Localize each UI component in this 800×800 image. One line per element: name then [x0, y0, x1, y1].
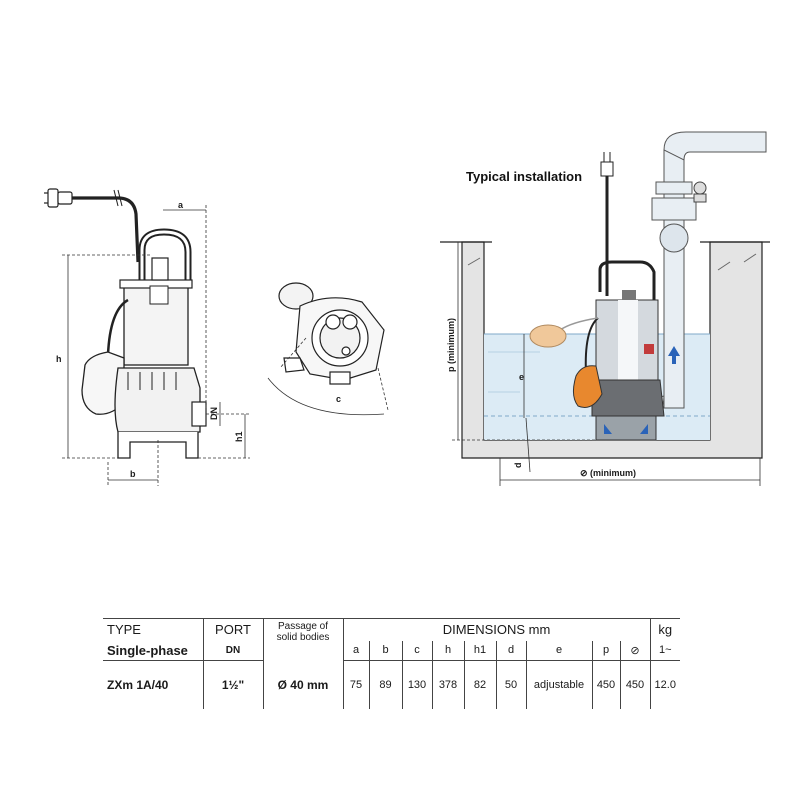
dim-col-a: a — [343, 640, 370, 661]
dim-col-b: b — [369, 640, 403, 661]
weight-cell: 12.0 — [654, 678, 676, 691]
float-switch — [81, 351, 125, 415]
col-kg-header: kg — [650, 618, 680, 641]
value-p: 450 — [592, 660, 621, 709]
dim-label-h: h — [56, 354, 62, 364]
inlet-arrow-left-icon — [604, 424, 612, 434]
passage-cell: Ø 40 mm — [263, 660, 344, 709]
pump-side-view-drawing: a h h1 DN b — [44, 188, 250, 486]
dim-label-b: b — [130, 469, 136, 479]
passage-line-1: Passage of — [277, 621, 329, 632]
single-phase-label: Single-phase — [103, 640, 204, 661]
pump-top-view-drawing: c — [267, 282, 389, 416]
col-type-header: TYPE — [103, 618, 204, 641]
value-width: 450 — [620, 660, 651, 709]
value-a: 75 — [343, 660, 370, 709]
dim-label-d: d — [513, 463, 523, 469]
power-cable — [72, 196, 140, 263]
col-passage-header: Passage of solid bodies — [263, 618, 344, 661]
dim-col-c: c — [402, 640, 433, 661]
flow-up-arrow-icon — [668, 346, 680, 364]
value-e: adjustable — [526, 660, 593, 709]
col-dimensions-header: DIMENSIONS mm — [343, 618, 651, 641]
value-d: 50 — [496, 660, 527, 709]
dim-label-c: c — [336, 394, 341, 404]
table-row: ZXm 1A/40 1½" Ø 40 mm 75 89 130 378 82 5… — [103, 660, 680, 709]
port-cell: 1½" — [203, 660, 264, 709]
dim-label-p: p (minimum) — [446, 318, 456, 372]
dim-label-width: ⊘ (minimum) — [580, 468, 636, 478]
installation-title: Typical installation — [466, 169, 582, 184]
dim-label-a: a — [178, 200, 184, 210]
value-c: 130 — [402, 660, 433, 709]
passage-line-2: solid bodies — [276, 632, 330, 643]
valve-handle-icon — [693, 181, 707, 203]
float-switch-high — [529, 324, 567, 348]
dim-col-h: h — [432, 640, 465, 661]
dim-col-e: e — [526, 640, 593, 661]
col-port-header: PORT — [203, 618, 264, 641]
dim-label-h1: h1 — [234, 431, 244, 442]
model-cell: ZXm 1A/40 — [103, 660, 204, 709]
typical-installation-drawing: Typical installation — [440, 131, 770, 486]
dim-col-h1: h1 — [464, 640, 497, 661]
dim-label-e: e — [519, 372, 524, 382]
value-h1: 82 — [464, 660, 497, 709]
float-top — [278, 282, 314, 310]
port-dn-label: DN — [203, 640, 264, 661]
discharge-pipe — [627, 131, 767, 417]
dim-col-p: p — [592, 640, 621, 661]
value-h: 378 — [432, 660, 465, 709]
inlet-arrow-right-icon — [640, 424, 648, 434]
spec-table: TYPE PORT Passage of solid bodies DIMENS… — [103, 618, 680, 709]
dim-col-width: ⊘ — [620, 640, 651, 661]
float-switch-low — [572, 365, 603, 408]
value-b: 89 — [369, 660, 403, 709]
power-plug-icon — [44, 188, 73, 208]
dim-col-d: d — [496, 640, 527, 661]
dim-label-dn: DN — [209, 407, 219, 420]
installation-plug-icon — [600, 152, 614, 177]
phase-symbol: 1~ — [650, 640, 680, 661]
